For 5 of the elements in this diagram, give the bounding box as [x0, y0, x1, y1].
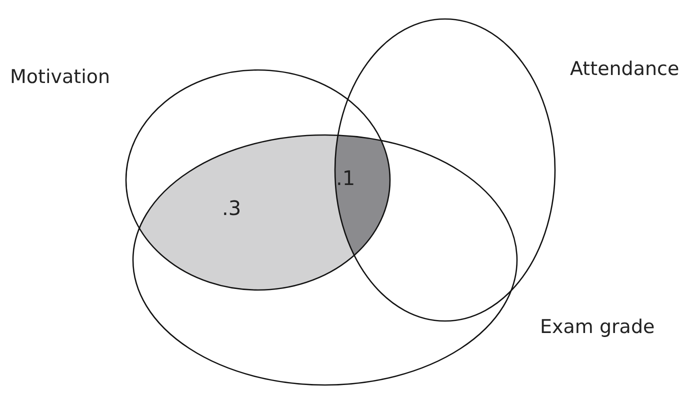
set-label: Attendance — [570, 60, 680, 79]
region-value: .1 — [336, 168, 356, 188]
region-value: .3 — [222, 198, 242, 218]
set-label: Exam grade — [540, 318, 655, 337]
set-label: Motivation — [10, 68, 110, 87]
